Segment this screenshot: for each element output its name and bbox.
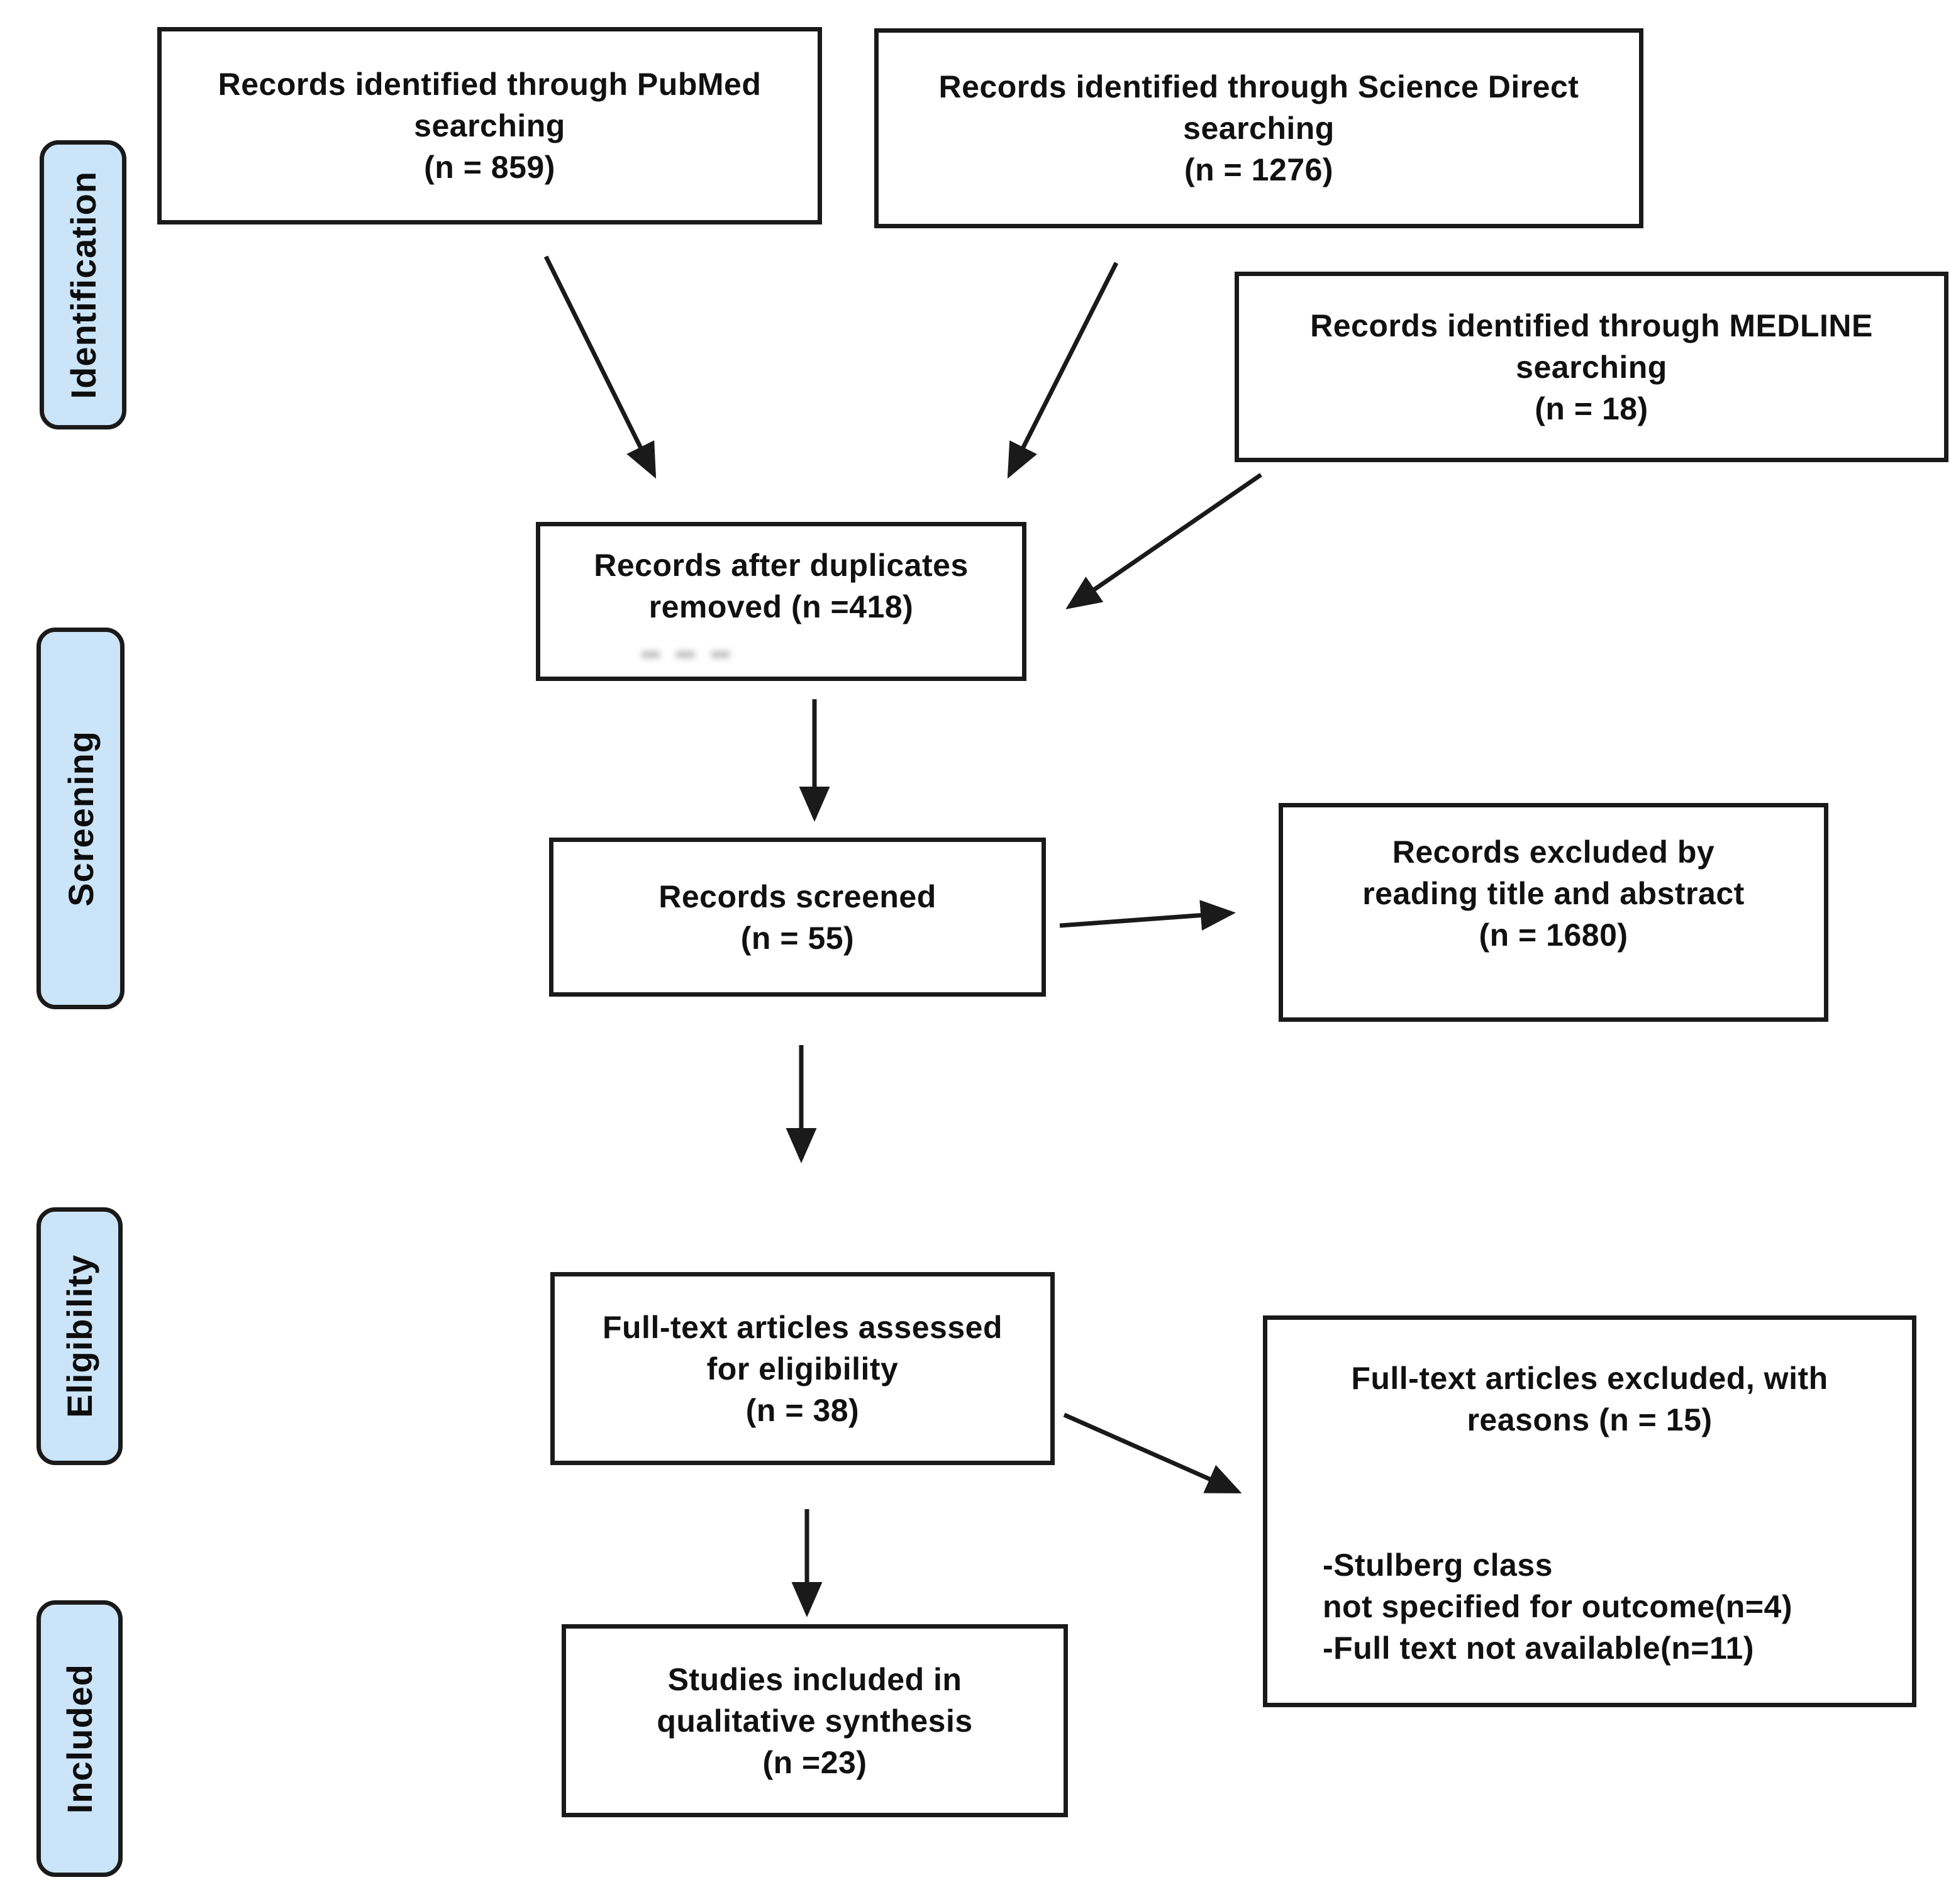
box-studies-included-line3: (n =23) — [762, 1744, 867, 1780]
box-records-screened-line2: (n = 55) — [740, 920, 855, 956]
exclusion-reason-2: -Full text not available(n=11) — [1323, 1630, 1754, 1666]
arrow-screened-to-excluded — [1059, 900, 1236, 931]
box-records-science-direct-line1: Records identified through Science Direc… — [938, 69, 1579, 104]
box-records-excluded-title-abstract: Records excluded by reading title and ab… — [1279, 803, 1828, 1022]
box-records-pubmed: Records identified through PubMed search… — [157, 27, 822, 224]
box-records-science-direct-line2: searching — [1183, 111, 1335, 146]
box-fulltext-assessed-line2: for eligibility — [706, 1351, 899, 1386]
stage-label-identification: Identification — [40, 140, 126, 429]
box-studies-included-line1: Studies included in — [667, 1661, 962, 1697]
box-records-screened: Records screened (n = 55) — [549, 838, 1046, 997]
arrow-pubmed-to-duplicates — [543, 255, 657, 479]
box-fulltext-excluded-reasons: Full-text articles excluded, with reason… — [1263, 1315, 1916, 1707]
box-duplicates-removed-line1: Records after duplicates — [594, 547, 969, 583]
box-records-medline-line1: Records identified through MEDLINE — [1310, 307, 1873, 343]
box-records-excluded-line2: reading title and abstract — [1362, 876, 1745, 911]
box-records-pubmed-line1: Records identified through PubMed — [218, 67, 762, 102]
stage-label-screening-text: Screening — [60, 730, 101, 907]
box-records-excluded-line1: Records excluded by — [1392, 834, 1715, 870]
stage-label-eligibility: Eligibility — [36, 1207, 123, 1465]
box-records-medline-line2: searching — [1516, 349, 1667, 385]
exclusion-reason-1: -Stulberg class — [1323, 1547, 1553, 1583]
box-fulltext-excluded-details: -Stulberg class not specified for outcom… — [1267, 1544, 1792, 1669]
exclusion-reason-1b: not specified for outcome(n=4) — [1323, 1589, 1793, 1624]
box-records-excluded-line3: (n = 1680) — [1479, 917, 1628, 953]
box-records-pubmed-line2: searching — [414, 108, 565, 143]
stage-label-included-text: Included — [60, 1663, 99, 1814]
box-duplicates-removed-line2: removed (n =418) — [648, 589, 914, 624]
box-fulltext-excluded-title2: reasons (n = 15) — [1467, 1402, 1713, 1437]
box-studies-included: Studies included in qualitative synthesi… — [562, 1624, 1068, 1817]
stage-label-eligibility-text: Eligibility — [60, 1254, 99, 1418]
box-duplicates-removed: Records after duplicates removed (n =418… — [536, 522, 1026, 681]
box-records-science-direct: Records identified through Science Direc… — [874, 28, 1643, 228]
box-records-science-direct-line3: (n = 1276) — [1184, 152, 1334, 187]
box-records-medline: Records identified through MEDLINE searc… — [1235, 272, 1948, 462]
arrow-medline-to-duplicates — [1065, 473, 1262, 609]
box-records-pubmed-line3: (n = 859) — [424, 150, 555, 185]
stage-label-screening: Screening — [36, 628, 125, 1009]
box-fulltext-assessed-line1: Full-text articles assessed — [602, 1309, 1003, 1345]
arrow-fulltext-to-reasons — [1063, 1412, 1242, 1494]
stage-label-identification-text: Identification — [63, 170, 103, 399]
box-fulltext-assessed: Full-text articles assessed for eligibil… — [550, 1272, 1055, 1465]
box-studies-included-line2: qualitative synthesis — [657, 1703, 973, 1739]
stage-label-included: Included — [36, 1600, 123, 1877]
box-fulltext-assessed-line3: (n = 38) — [745, 1392, 860, 1428]
arrow-science-direct-to-duplicates — [1007, 262, 1119, 479]
box-records-medline-line3: (n = 18) — [1535, 390, 1648, 426]
blurred-text-artifact — [642, 651, 730, 659]
box-records-screened-line1: Records screened — [658, 878, 936, 914]
box-fulltext-excluded-title1: Full-text articles excluded, with — [1351, 1361, 1828, 1396]
